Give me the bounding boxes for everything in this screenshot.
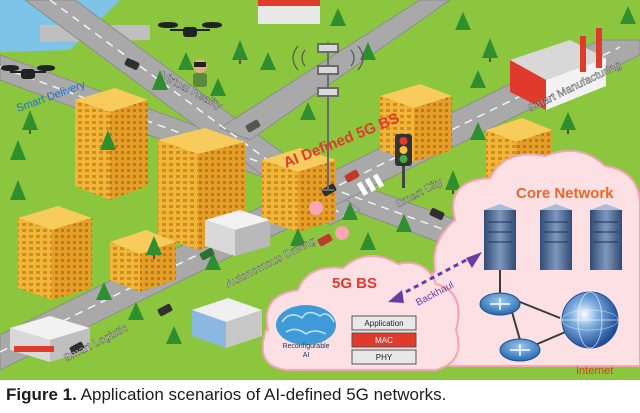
building-3 — [262, 148, 336, 232]
backhaul-arrow — [388, 252, 482, 303]
bs-title: 5G BS — [332, 275, 377, 292]
gas-station — [258, 0, 320, 24]
protocol-stack — [351, 315, 417, 365]
figure-caption-text: Application scenarios of AI-defined 5G n… — [76, 385, 447, 404]
layer-application: Application — [364, 319, 403, 328]
internet-label: Internet — [576, 365, 613, 377]
core-network-title: Core Network — [516, 185, 614, 202]
ai-label-line2: AI — [303, 352, 310, 359]
5g-tower-icon — [292, 42, 364, 191]
trees — [10, 6, 636, 344]
brain-icon — [276, 305, 336, 345]
building-7 — [110, 230, 176, 292]
router-icon — [499, 338, 541, 362]
signal-dot — [309, 201, 323, 215]
crosswalk — [356, 173, 385, 197]
logistic-depot — [10, 316, 90, 362]
signal-dot — [335, 226, 349, 240]
drone-icon — [1, 22, 222, 79]
vr-user-icon — [193, 59, 207, 87]
white-building-1 — [205, 210, 270, 256]
figure-caption: Figure 1. Application scenarios of AI-de… — [6, 385, 636, 411]
server-icon — [590, 204, 622, 270]
building-1 — [75, 88, 148, 200]
blue-building — [192, 298, 262, 348]
router-icon — [479, 292, 521, 316]
traffic-light-icon — [395, 134, 412, 188]
scenario-illustration: Smart Delivery Virtual Reality Smart Man… — [0, 0, 640, 380]
figure-label: Figure 1. — [6, 385, 77, 404]
layer-phy: PHY — [376, 353, 393, 362]
building-6 — [18, 206, 92, 300]
building-4 — [380, 84, 452, 162]
cars — [69, 58, 445, 355]
factory — [510, 28, 606, 110]
internet-globe-icon — [561, 291, 619, 349]
server-icon — [484, 204, 516, 270]
ai-label-line1: Reconfigurable — [282, 343, 329, 350]
layer-mac: MAC — [375, 336, 393, 345]
server-icon — [540, 204, 572, 270]
